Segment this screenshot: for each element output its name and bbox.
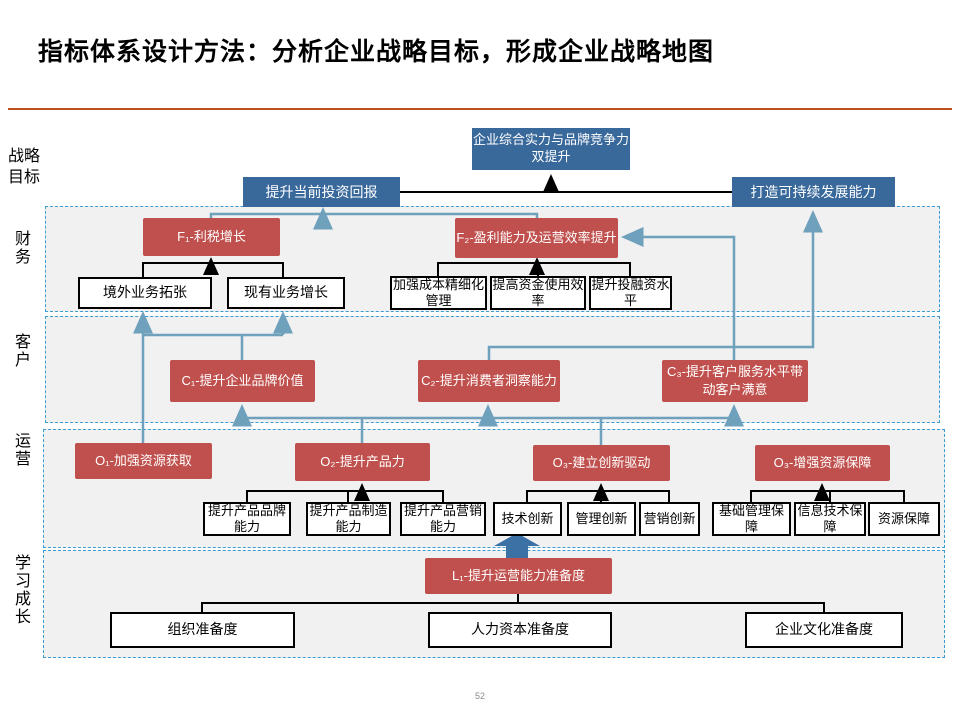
operations-item-box: 资源保障 [868,502,940,536]
finance-f2-box: F₂-盈利能力及运营效率提升 [455,218,618,258]
operations-item-box: 技术创新 [493,502,562,536]
row-label-learning: 学习成长 [12,554,29,626]
row-label-finance: 财务 [12,230,29,266]
operations-o1-box: O₁-加强资源获取 [75,443,212,479]
finance-f1-box: F₁-利税增长 [143,218,280,256]
learning-item-box: 人力资本准备度 [428,612,612,648]
row-label-strategy-goal: 战略目标 [8,148,41,186]
customer-c3-box: C₃-提升客户服务水平带动客户满意 [662,360,808,402]
operations-item-box: 提升产品品牌能力 [203,502,291,536]
page-number: 52 [474,691,485,701]
learning-item-box: 组织准备度 [110,612,295,648]
finance-item-box: 提高资金使用效率 [490,276,586,310]
operations-o2-box: O₂-提升产品力 [295,443,430,481]
finance-item-box: 现有业务增长 [227,277,345,309]
row-label-operations: 运营 [12,432,29,468]
goal-left-box: 提升当前投资回报 [243,177,400,207]
operations-o3b-box: O₃-增强资源保障 [755,445,890,481]
finance-item-box: 提升投融资水平 [589,276,672,310]
finance-item-box: 加强成本精细化管理 [390,276,487,310]
learning-l1-box: L₁-提升运营能力准备度 [425,558,612,594]
operations-item-box: 营销创新 [639,502,700,536]
operations-item-box: 基础管理保障 [712,502,791,536]
slide-title: 指标体系设计方法：分析企业战略目标，形成企业战略地图 [38,38,715,66]
learning-item-box: 企业文化准备度 [745,612,903,648]
goal-top-box: 企业综合实力与品牌竞争力双提升 [472,128,630,170]
operations-item-box: 提升产品营销能力 [400,502,486,536]
operations-item-box: 提升产品制造能力 [306,502,391,536]
title-divider-line [8,108,952,110]
operations-item-box: 管理创新 [567,502,636,536]
customer-c2-box: C₂-提升消费者洞察能力 [418,360,560,402]
row-label-customer: 客户 [12,333,29,369]
finance-item-box: 境外业务拓张 [78,277,212,309]
operations-o3a-box: O₃-建立创新驱动 [533,445,670,481]
operations-item-box: 信息技术保障 [794,502,866,536]
customer-c1-box: C₁-提升企业品牌价值 [170,360,315,402]
goal-right-box: 打造可持续发展能力 [732,177,895,207]
